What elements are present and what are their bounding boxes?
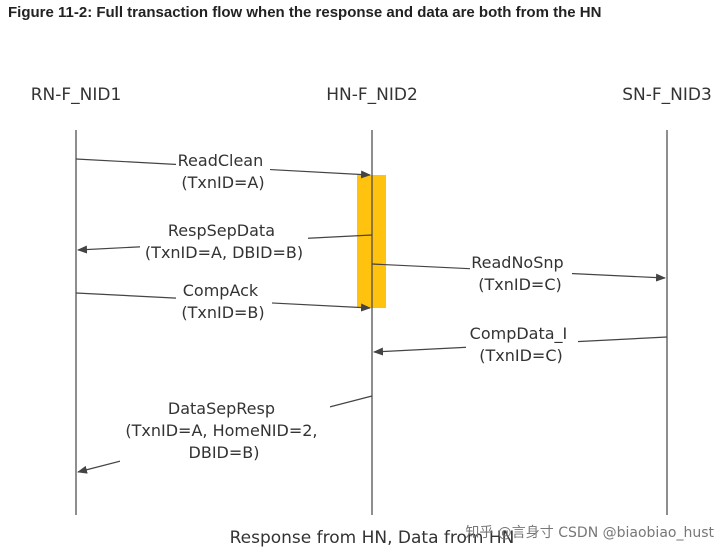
msg-compdata-line1: CompData_I [470,324,568,344]
msg-compack-line1: CompAck [183,281,259,300]
msg-readnosnp-line1: ReadNoSnp [471,253,563,272]
msg-readnosnp-line2: (TxnID=C) [478,275,561,294]
node-label-sn: SN-F_NID3 [622,85,712,105]
msg-respsepdata: RespSepData (TxnID=A, DBID=B) [145,221,303,262]
node-label-rn: RN-F_NID1 [31,85,122,105]
msg-compdata-line2: (TxnID=C) [479,346,562,365]
msg-datasepresp-line2: (TxnID=A, HomeNID=2, [125,421,317,440]
msg-respsepdata-line2: (TxnID=A, DBID=B) [145,243,303,262]
msg-respsepdata-line1: RespSepData [168,221,275,240]
msg-compdata: CompData_I (TxnID=C) [470,324,573,365]
msg-datasepresp: DataSepResp (TxnID=A, HomeNID=2, DBID=B) [125,399,322,462]
msg-readclean: ReadClean (TxnID=A) [178,151,269,192]
msg-datasepresp-line1: DataSepResp [168,399,275,418]
msg-datasepresp-line3: DBID=B) [189,443,260,462]
msg-readclean-line2: (TxnID=A) [181,173,264,192]
msg-readnosnp: ReadNoSnp (TxnID=C) [471,253,569,294]
msg-readclean-line1: ReadClean [178,151,264,170]
node-label-hn: HN-F_NID2 [326,85,418,105]
msg-compack-line2: (TxnID=B) [181,303,264,322]
msg-compack: CompAck (TxnID=B) [181,281,264,322]
diagram-caption: Response from HN, Data from HN [230,528,515,548]
figure-title: Figure 11-2: Full transaction flow when … [8,4,602,21]
watermark-text: 知乎 @言身寸 CSDN @biaobiao_hust [465,524,714,541]
